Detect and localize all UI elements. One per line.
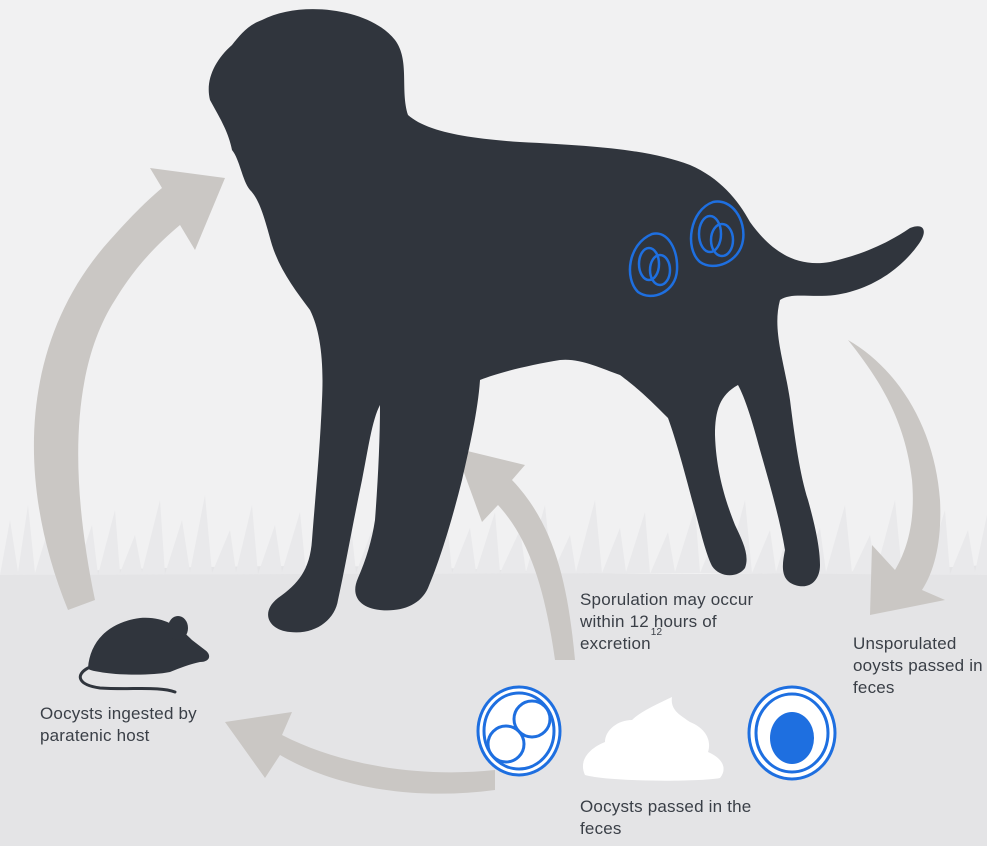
unsporulated-label: Unsporulated ooysts passed in feces — [853, 633, 987, 699]
ingested-label: Oocysts ingested by paratenic host — [40, 703, 240, 747]
passed-label: Oocysts passed in the feces — [580, 796, 780, 840]
oocyst-sporulated-icon — [478, 687, 560, 775]
sporulation-label: Sporulation may occur within 12 hours of… — [580, 589, 800, 655]
oocyst-unsporulated-icon — [749, 687, 835, 779]
sporulation-text: Sporulation may occur within 12 hours of… — [580, 590, 753, 653]
sporulation-reference: 12 — [651, 627, 663, 638]
dog-silhouette — [209, 9, 924, 632]
